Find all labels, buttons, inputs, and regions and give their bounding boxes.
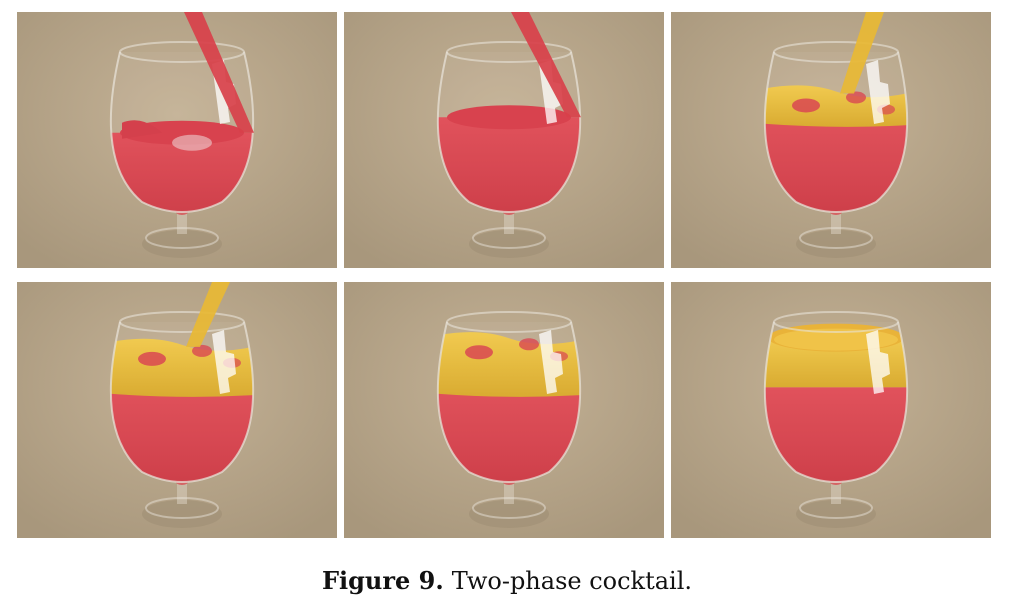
figure-image-grid [17, 12, 992, 538]
panel-5-mixing [344, 282, 664, 538]
panel-6-two-phase-separated [671, 282, 991, 538]
panel-2-red-filled [344, 12, 664, 268]
panel-1-red-pouring [17, 12, 337, 268]
glass-rendering [344, 282, 664, 538]
figure-caption-text: Two-phase cocktail. [451, 567, 693, 595]
panel-3-yellow-pouring [671, 12, 991, 268]
glass-rendering [344, 12, 664, 268]
glass-rendering [671, 12, 991, 268]
figure-caption: Figure 9.Two-phase cocktail. [0, 566, 1014, 596]
glass-rendering [17, 12, 337, 268]
glass-rendering [17, 282, 337, 538]
glass-rendering [671, 282, 991, 538]
figure-caption-label: Figure 9. [321, 566, 444, 595]
panel-4-yellow-pouring [17, 282, 337, 538]
